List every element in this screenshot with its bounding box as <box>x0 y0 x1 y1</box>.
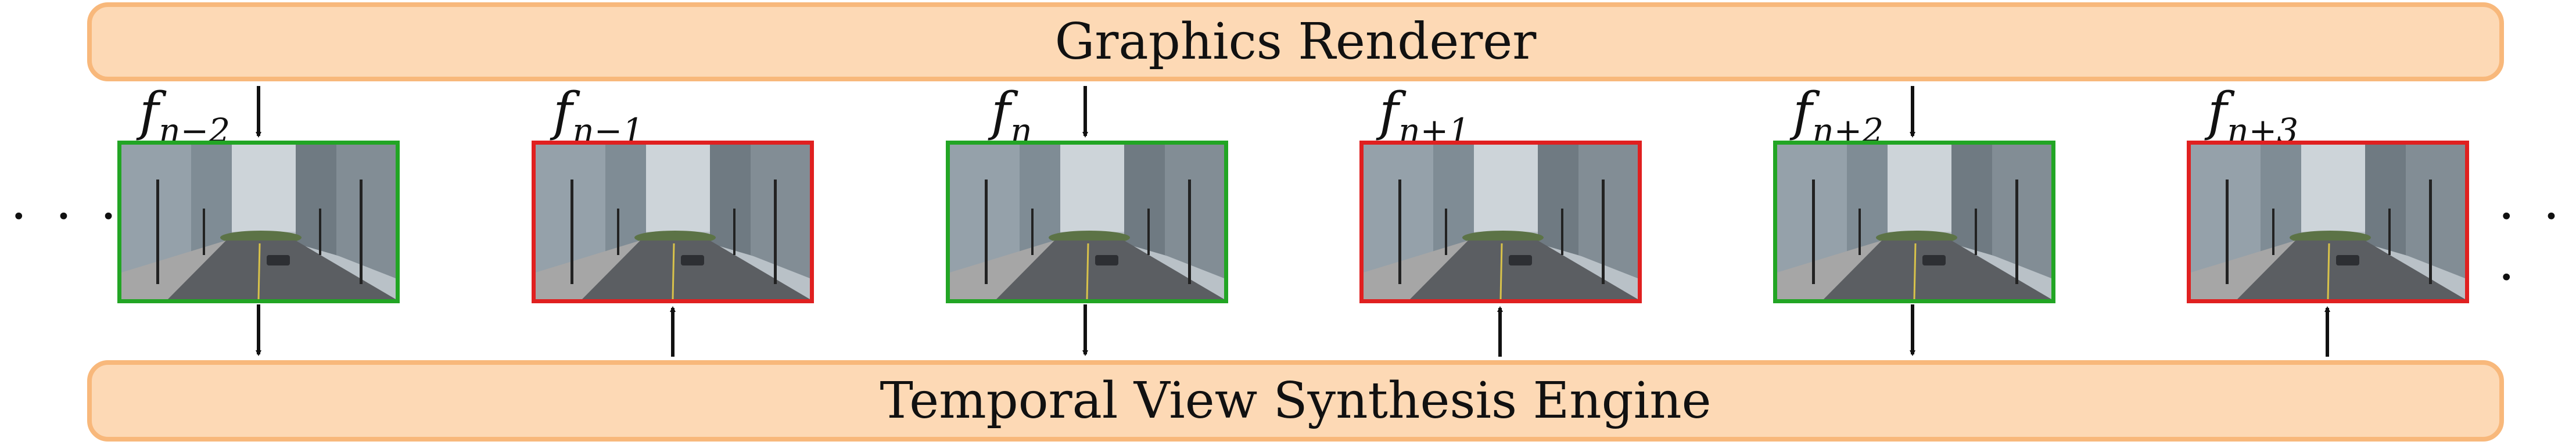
street-scene-n-minus-1 <box>536 145 810 299</box>
street-scene-n-plus-3 <box>2191 145 2465 299</box>
right-ellipsis: · · · <box>2498 186 2566 308</box>
street-scene-n <box>950 145 1224 299</box>
street-scene-n-minus-2 <box>121 145 396 299</box>
graphics-renderer-label: Graphics Renderer <box>1054 13 1537 71</box>
engine-label: Temporal View Synthesis Engine <box>880 372 1712 430</box>
street-scene-n-plus-1 <box>1364 145 1638 299</box>
temporal-view-synthesis-engine-box: Temporal View Synthesis Engine <box>87 360 2504 442</box>
left-ellipsis: · · · <box>10 186 123 247</box>
graphics-renderer-box: Graphics Renderer <box>87 2 2504 81</box>
street-scene-n-plus-2 <box>1777 145 2051 299</box>
